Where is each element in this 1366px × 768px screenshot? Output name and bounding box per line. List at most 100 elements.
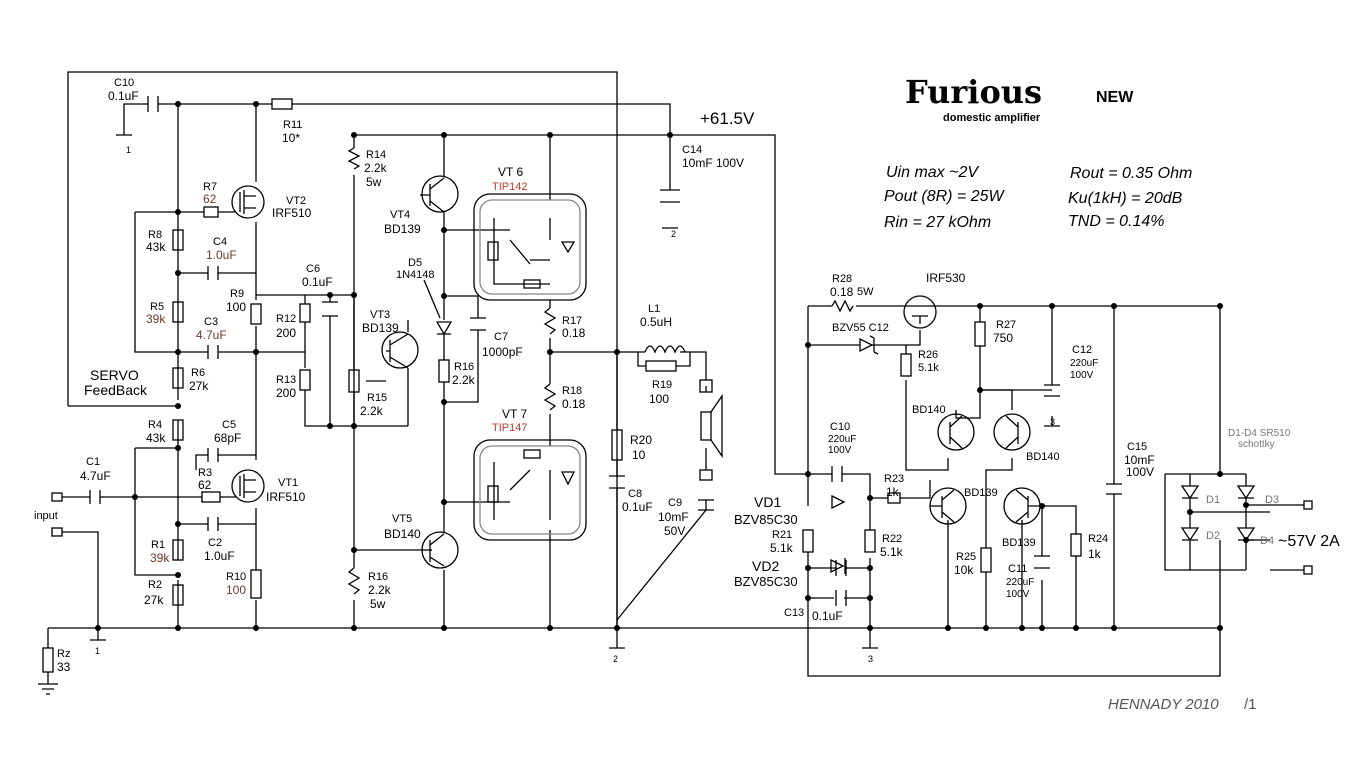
- label-r11: R11: [283, 119, 302, 131]
- value-c6: 0.1uF: [302, 275, 333, 289]
- label-r12: R12: [276, 313, 296, 325]
- label-r20: R20: [630, 433, 652, 447]
- value-r16b: 2.2k: [368, 583, 392, 597]
- value-c1: 4.7uF: [80, 469, 111, 483]
- label-r6: R6: [191, 367, 205, 379]
- value-bd140b: BD140: [1026, 451, 1060, 463]
- value-c12: 220uF: [1070, 358, 1098, 369]
- label-l1: L1: [648, 303, 660, 315]
- label-vt3: VT3: [370, 309, 390, 321]
- power-r16b: 5w: [370, 597, 386, 611]
- ground-3a: 3: [1050, 417, 1055, 427]
- label-r24: R24: [1088, 533, 1108, 545]
- value-d5: 1N4148: [396, 269, 435, 281]
- label-r19: R19: [652, 379, 672, 391]
- voltage-c15: 100V: [1126, 465, 1154, 479]
- value-bd139a: BD139: [964, 487, 998, 499]
- label-d3: D3: [1265, 494, 1279, 506]
- label-c1: C1: [86, 456, 100, 468]
- value-r27: 750: [993, 331, 1013, 345]
- value-c13: 0.1uF: [812, 609, 843, 623]
- label-c7: C7: [494, 331, 508, 343]
- label-r8: R8: [148, 229, 162, 241]
- label-vt5: VT5: [392, 513, 412, 525]
- author: HENNADY 2010: [1108, 696, 1219, 713]
- value-c8: 0.1uF: [622, 500, 653, 514]
- spec-uin: Uin max ~2V: [886, 164, 979, 181]
- value-irf530: IRF530: [926, 271, 966, 285]
- power-r14: 5w: [366, 175, 382, 189]
- label-r7: R7: [203, 181, 217, 193]
- ground-2b: 2: [613, 654, 618, 664]
- value-vd1: BZV85C30: [734, 512, 798, 527]
- value-r25: 10k: [954, 563, 974, 577]
- value-r5: 39k: [146, 312, 166, 326]
- ground-2a: 2: [671, 229, 676, 239]
- value-r10: 100: [226, 583, 246, 597]
- ground-1b: 1: [95, 646, 100, 656]
- value-r28: 0.18: [830, 285, 854, 299]
- value-vt7: TIP147: [492, 422, 527, 434]
- junctions: [95, 101, 1249, 631]
- value-vt5: BD140: [384, 527, 421, 541]
- label-vt7: VT 7: [502, 407, 527, 421]
- value-c3: 4.7uF: [196, 328, 227, 342]
- spec-pout: Pout (8R) = 25W: [884, 188, 1006, 205]
- spec-rout: Rout = 0.35 Ohm: [1070, 165, 1192, 182]
- value-r11: 10*: [282, 131, 300, 145]
- label-c10b: C10: [830, 421, 850, 433]
- value-c14: 10mF 100V: [682, 156, 744, 170]
- label-r16b: R16: [368, 571, 388, 583]
- value-c2: 1.0uF: [204, 549, 235, 563]
- rail-positive: +61.5V: [700, 109, 755, 128]
- value-c5: 68pF: [214, 431, 241, 445]
- value-r3: 62: [198, 478, 212, 492]
- value-r8: 43k: [146, 240, 166, 254]
- value-r13: 200: [276, 386, 296, 400]
- value-bd139b: BD139: [1002, 537, 1036, 549]
- value-r14: 2.2k: [364, 161, 388, 175]
- value-c10b: 220uF: [828, 434, 856, 445]
- value-vt1: IRF510: [266, 490, 306, 504]
- value-r4: 43k: [146, 431, 166, 445]
- label-c5: C5: [222, 419, 236, 431]
- label-r17: R17: [562, 315, 582, 327]
- value-r17: 0.18: [562, 326, 586, 340]
- label-vt2: VT2: [286, 195, 306, 207]
- label-vt4: VT4: [390, 209, 410, 221]
- spec-tnd: TND = 0.14%: [1068, 213, 1164, 230]
- value-r9: 100: [226, 300, 246, 314]
- label-r14: R14: [366, 149, 386, 161]
- value-vd2: BZV85C30: [734, 574, 798, 589]
- label-c9: C9: [668, 497, 682, 509]
- value-rz: 33: [57, 660, 71, 674]
- label-c13: C13: [784, 607, 804, 619]
- spec-ku: Ku(1kH) = 20dB: [1068, 190, 1183, 207]
- bridge-label: D1-D4 SR510: [1228, 428, 1291, 439]
- rail-ac-input: ~57V 2A: [1278, 533, 1340, 550]
- label-r26: R26: [918, 349, 938, 361]
- value-r24: 1k: [1088, 547, 1102, 561]
- value-r12: 200: [276, 326, 296, 340]
- label-d4: D4: [1260, 535, 1274, 547]
- voltage-c12: 100V: [1070, 370, 1094, 381]
- voltage-c11: 100V: [1006, 589, 1030, 600]
- label-r22: R22: [882, 533, 902, 545]
- power-r28: 5W: [857, 286, 874, 298]
- label-r5: R5: [150, 301, 164, 313]
- spec-rin: Rin = 27 kOhm: [884, 214, 991, 231]
- specs-block: Uin max ~2V Pout (8R) = 25W Rin = 27 kOh…: [884, 164, 1192, 231]
- title-block: Furious NEW domestic amplifier HENNADY 2…: [905, 73, 1257, 713]
- value-r18: 0.18: [562, 397, 586, 411]
- value-l1: 0.5uH: [640, 315, 672, 329]
- servo-label: SERVO: [90, 367, 139, 383]
- label-d2: D2: [1206, 530, 1220, 542]
- label-r4: R4: [148, 419, 162, 431]
- label-rz: Rz: [57, 648, 70, 660]
- author-suffix: /1: [1244, 696, 1257, 713]
- label-r28: R28: [832, 273, 852, 285]
- label-r2: R2: [148, 579, 162, 591]
- label-r1: R1: [151, 539, 165, 551]
- component-labels: C10 0.1uF R11 10* R7 62 VT2 IRF510 R8 43…: [57, 77, 1279, 674]
- value-r21: 5.1k: [770, 541, 794, 555]
